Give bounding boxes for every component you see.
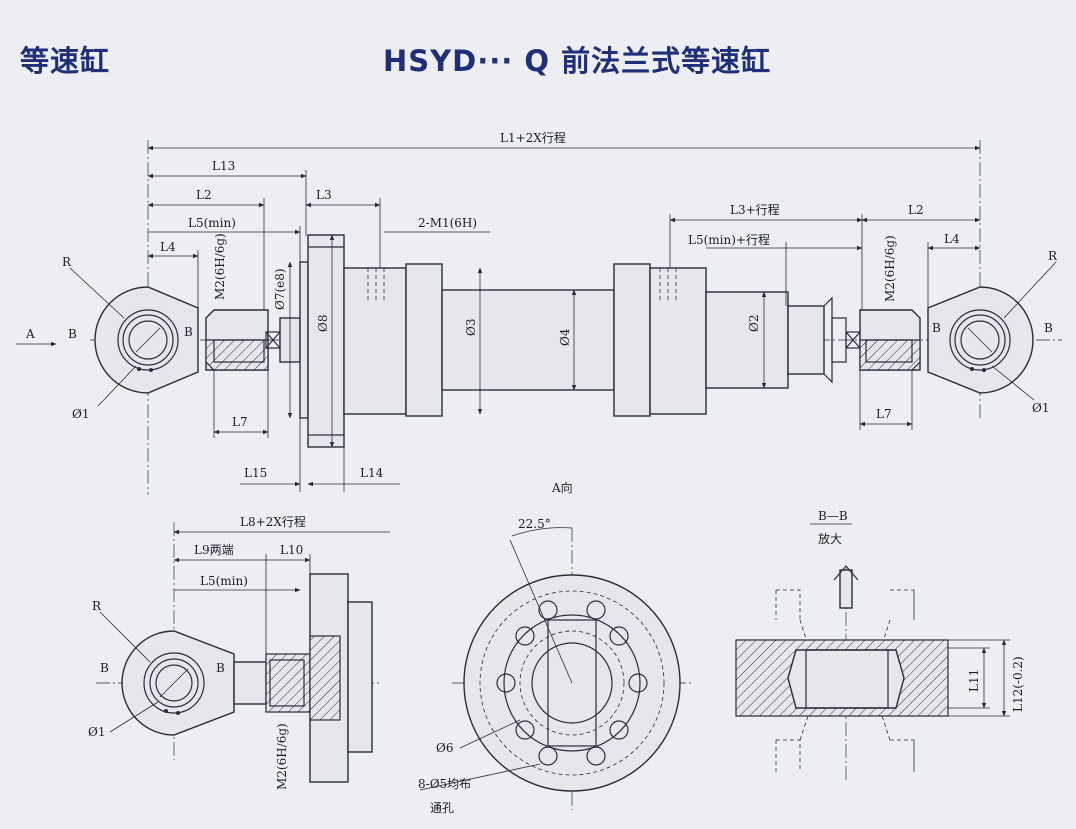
section-bb-title: B—B <box>818 509 848 523</box>
label-D1-left: Ø1 <box>72 407 89 421</box>
dim-L11: L11 <box>967 669 981 692</box>
dim-D3: Ø3 <box>464 319 478 336</box>
dim-L10: L10 <box>280 543 303 557</box>
label-holes: 8-Ø5均布 <box>418 777 471 791</box>
dim-D4: Ø4 <box>558 328 572 346</box>
rear-cover <box>705 291 789 389</box>
dim-M2-left: M2(6H/6g) <box>213 233 227 300</box>
rear-gland <box>613 263 651 417</box>
section-B-right: B <box>932 321 941 335</box>
category-title: 等速缸 <box>20 44 111 78</box>
dim-M2-right: M2(6H/6g) <box>883 235 897 302</box>
dim-L1: L1+2X行程 <box>500 130 566 145</box>
rear-head <box>649 267 707 415</box>
dim-L3-left: L3 <box>316 188 332 202</box>
dim-L12: L12(-0.2) <box>1011 656 1025 712</box>
right-rod-eye <box>927 286 1034 394</box>
section-B-left: B <box>68 327 77 341</box>
dim-L3-right: L3+行程 <box>730 202 780 217</box>
piston-rod-right <box>787 305 825 375</box>
dim-D8: Ø8 <box>316 315 330 332</box>
dim-L7-left: L7 <box>232 415 248 429</box>
view-a: A向 22.5° Ø6 8-Ø5均布 通孔 <box>418 480 692 815</box>
lower-left-view: L8+2X行程 L9两端 L10 L5(min) R Ø1 B B M2(6H/… <box>88 514 390 790</box>
label-D1-lower: Ø1 <box>88 725 105 739</box>
dim-L9: L9两端 <box>194 543 234 557</box>
front-head <box>343 267 407 415</box>
dim-L7-right: L7 <box>876 407 892 421</box>
left-rod-end <box>205 309 281 371</box>
label-D6: Ø6 <box>436 741 453 755</box>
front-gland <box>405 263 443 417</box>
label-angle: 22.5° <box>518 517 551 531</box>
section-bb: B—B 放大 L11 L12(-0.2) <box>735 509 1025 780</box>
dim-L15: L15 <box>244 466 267 480</box>
cylinder-barrel <box>441 289 615 391</box>
dim-L2-left: L2 <box>196 188 212 202</box>
drawing-title: HSYD··· Q 前法兰式等速缸 <box>383 44 772 78</box>
dim-L14: L14 <box>360 466 384 480</box>
left-rod-eye <box>94 286 199 394</box>
view-a-title: A向 <box>551 480 573 495</box>
dim-D7: Ø7(e8) <box>273 268 287 310</box>
dim-L5-left: L5(min) <box>188 216 236 230</box>
dim-L4-left: L4 <box>160 240 176 254</box>
dim-L13: L13 <box>212 159 235 173</box>
view-arrow-A: A <box>25 327 35 341</box>
dim-L8: L8+2X行程 <box>240 514 306 529</box>
label-D1-right: Ø1 <box>1032 401 1049 415</box>
dim-L5-lower: L5(min) <box>200 574 248 588</box>
section-B-right-2: B <box>1044 321 1053 335</box>
label-R-lower: R <box>92 599 102 613</box>
label-through: 通孔 <box>430 801 454 815</box>
dim-D2: Ø2 <box>747 315 761 332</box>
section-B-lower: B <box>100 661 109 675</box>
dim-M2-lower: M2(6H/6g) <box>275 723 289 790</box>
dim-L5-right: L5(min)+行程 <box>688 232 770 247</box>
main-view: L1+2X行程 L13 L2 L3 L5(min) L4 2-M1(6H) L3… <box>16 130 1062 495</box>
dim-M1: 2-M1(6H) <box>418 216 477 230</box>
section-bb-subtitle: 放大 <box>818 531 842 546</box>
front-flange <box>299 234 345 448</box>
section-B-lower-2: B <box>216 661 225 675</box>
label-R-left: R <box>62 255 72 269</box>
label-R-right: R <box>1048 249 1058 263</box>
section-B-left-2: B <box>184 325 193 339</box>
dim-L4-right: L4 <box>944 232 960 246</box>
right-rod-end <box>859 309 921 371</box>
dim-L2-right: L2 <box>908 203 924 217</box>
